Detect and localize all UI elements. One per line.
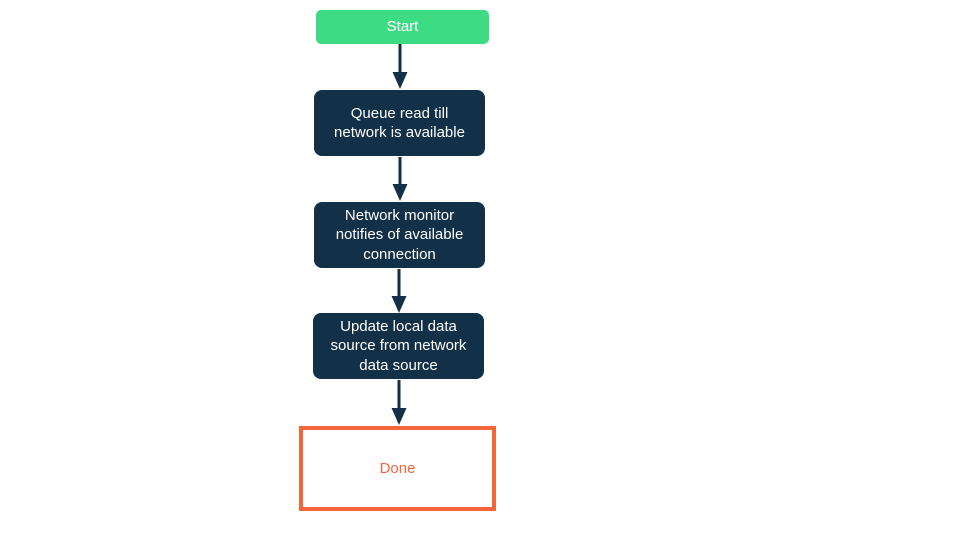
flow-node-done-label: Done [379, 459, 416, 477]
flow-node-queue-read[interactable]: Queue read till network is available [314, 90, 485, 156]
flow-node-update-local[interactable]: Update local data source from network da… [313, 313, 484, 379]
flow-node-network-monitor[interactable]: Network monitor notifies of available co… [314, 202, 485, 268]
flow-node-queue-read-label: Queue read till network is available [334, 104, 465, 141]
flow-node-network-monitor-label: Network monitor notifies of available co… [335, 207, 464, 263]
flow-node-update-local-label: Update local data source from network da… [330, 318, 467, 374]
flow-arrow-queue-read-to-network-monitor [392, 157, 408, 201]
flow-node-start[interactable]: Start [316, 10, 489, 44]
flow-arrow-update-local-to-done [391, 380, 407, 425]
flow-arrow-network-monitor-to-update-local [391, 269, 407, 313]
flow-node-start-label: Start [386, 18, 419, 36]
flow-arrow-start-to-queue-read [392, 44, 408, 89]
flow-node-done[interactable]: Done [299, 426, 496, 511]
